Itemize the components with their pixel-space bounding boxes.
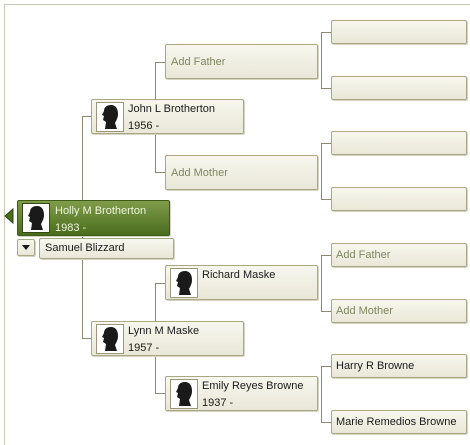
person-name: John L Brotherton	[128, 103, 216, 115]
person-name: Richard Maske	[202, 269, 276, 281]
connector	[321, 311, 331, 312]
add-mother-label: Add Mother	[336, 305, 393, 317]
add-father-label: Add Father	[171, 56, 226, 68]
great-grandfather-card[interactable]: Harry R Browne	[331, 354, 467, 378]
great-grandparent-empty-slot[interactable]	[331, 20, 467, 44]
maternal-grandfather-card[interactable]: Richard Maske	[165, 265, 318, 300]
silhouette-icon	[96, 102, 124, 132]
add-father-button[interactable]: Add Father	[331, 243, 467, 267]
person-dates: 1983 -	[55, 222, 87, 234]
connector	[321, 255, 322, 311]
connector	[321, 422, 331, 423]
connector	[155, 283, 165, 284]
add-father-label: Add Father	[336, 249, 391, 261]
connector	[321, 32, 331, 33]
person-name: Lynn M Maske	[128, 325, 200, 337]
add-mother-label: Add Mother	[171, 167, 228, 179]
connector	[321, 199, 331, 200]
silhouette-icon	[96, 324, 124, 354]
person-name: Holly M Brotherton	[55, 205, 147, 217]
connector	[321, 143, 331, 144]
maternal-grandmother-card[interactable]: Emily Reyes Browne 1937 -	[165, 376, 318, 411]
root-person-card[interactable]: Holly M Brotherton 1983 -	[17, 200, 170, 236]
great-grandmother-card[interactable]: Marie Remedios Browne	[331, 410, 467, 434]
spouse-dropdown-button[interactable]	[17, 239, 35, 256]
connector	[155, 62, 165, 63]
person-dates: 1937 -	[202, 397, 234, 409]
navigate-back-arrow-icon[interactable]	[4, 207, 14, 227]
mother-card[interactable]: Lynn M Maske 1957 -	[91, 321, 244, 356]
great-grandparent-empty-slot[interactable]	[331, 187, 467, 211]
connector	[321, 366, 331, 367]
connector	[155, 393, 165, 394]
add-mother-button[interactable]: Add Mother	[331, 299, 467, 323]
father-card[interactable]: John L Brotherton 1956 -	[91, 99, 244, 134]
chevron-down-icon	[22, 245, 30, 250]
person-dates: 1957 -	[128, 342, 160, 354]
connector	[321, 143, 322, 199]
connector	[82, 116, 92, 117]
person-name: Harry R Browne	[336, 360, 415, 372]
connector	[321, 32, 322, 88]
silhouette-icon	[170, 268, 198, 298]
great-grandparent-empty-slot[interactable]	[331, 131, 467, 155]
add-mother-button[interactable]: Add Mother	[165, 155, 318, 190]
connector	[155, 172, 165, 173]
connector	[321, 255, 331, 256]
connector	[82, 338, 92, 339]
silhouette-icon	[170, 379, 198, 409]
connector	[321, 366, 322, 422]
person-name: Marie Remedios Browne	[336, 416, 457, 428]
person-name: Emily Reyes Browne	[202, 380, 304, 392]
great-grandparent-empty-slot[interactable]	[331, 76, 467, 100]
silhouette-icon	[22, 203, 50, 233]
spouse-card[interactable]: Samuel Blizzard	[39, 238, 174, 259]
person-dates: 1956 -	[128, 120, 160, 132]
add-father-button[interactable]: Add Father	[165, 44, 318, 79]
pedigree-canvas	[4, 4, 470, 445]
spouse-name: Samuel Blizzard	[45, 242, 125, 254]
connector	[321, 88, 331, 89]
